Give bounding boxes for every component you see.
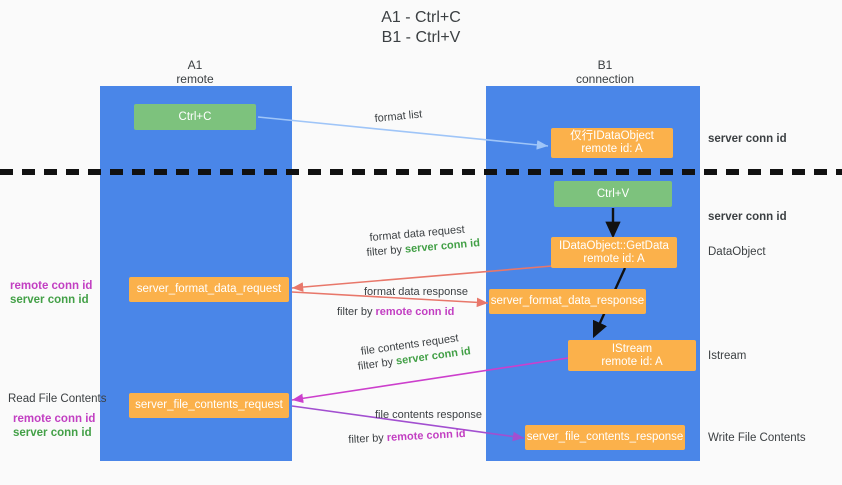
left-label-read-file-contents: Read File Contents — [8, 393, 107, 405]
filter-prefix: filter by — [366, 243, 406, 259]
edge-label-file-contents-response: file contents response — [375, 409, 483, 421]
node-server-format-data-request[interactable]: server_format_data_request — [129, 277, 289, 302]
node-istream-line2: remote id: A — [601, 355, 663, 368]
right-label-server-conn-id-top: server conn id — [708, 133, 787, 145]
left-label-server-conn-id-1: server conn id — [10, 294, 89, 306]
node-istream[interactable]: IStream remote id: A — [568, 340, 696, 371]
left-label-server-conn-id-2: server conn id — [13, 427, 92, 439]
node-server-format-data-response[interactable]: server_format_data_response — [489, 289, 646, 314]
edge-label-format-data-response-filter: filter by remote conn id — [337, 305, 454, 319]
filter-prefix: filter by — [348, 431, 388, 446]
edge-label-file-contents-response-filter: filter by remote conn id — [348, 427, 466, 447]
right-label-dataobject: DataObject — [708, 246, 766, 258]
right-label-istream: Istream — [708, 350, 747, 362]
column-header-a1-name: A1 — [187, 58, 203, 72]
node-idataobject-top[interactable]: 仅行IDataObject remote id: A — [551, 128, 673, 158]
node-ctrl-v-line1: Ctrl+V — [596, 187, 630, 200]
node-getdata-line2: remote id: A — [583, 252, 645, 265]
filter-prefix: filter by — [337, 306, 376, 318]
node-server-file-contents-response[interactable]: server_file_contents_response — [525, 425, 685, 450]
node-ctrl-c[interactable]: Ctrl+C — [134, 104, 256, 130]
node-getdata-line1: IDataObject::GetData — [559, 239, 669, 252]
filter-value-remote-conn-id: remote conn id — [375, 306, 455, 318]
node-server-format-data-response-label: server_format_data_response — [490, 295, 645, 307]
node-server-format-data-request-label: server_format_data_request — [136, 283, 282, 295]
filter-prefix: filter by — [357, 355, 397, 373]
column-header-b1-subtitle: connection — [575, 72, 635, 86]
node-idataobject-top-line1: 仅行IDataObject — [570, 130, 654, 142]
node-server-file-contents-request-label: server_file_contents_request — [135, 399, 283, 411]
node-server-file-contents-response-label: server_file_contents_response — [526, 431, 684, 443]
page-title: A1 - Ctrl+C B1 - Ctrl+V — [381, 9, 461, 46]
column-header-b1: B1 connection — [525, 58, 685, 86]
node-getdata[interactable]: IDataObject::GetData remote id: A — [551, 237, 677, 268]
right-label-server-conn-id-mid: server conn id — [708, 211, 787, 223]
node-ctrl-c-line1: Ctrl+C — [178, 110, 212, 123]
node-idataobject-top-line2: remote id: A — [581, 143, 643, 155]
filter-value-remote-conn-id: remote conn id — [386, 427, 466, 444]
edge-label-format-list: format list — [374, 108, 423, 125]
left-label-remote-conn-id-1: remote conn id — [10, 280, 93, 292]
left-label-remote-conn-id-2: remote conn id — [13, 413, 96, 425]
column-header-a1: A1 remote — [115, 58, 275, 86]
node-server-file-contents-request[interactable]: server_file_contents_request — [129, 393, 289, 418]
node-istream-line1: IStream — [611, 342, 653, 355]
column-header-a1-subtitle: remote — [176, 72, 214, 86]
edge-label-format-data-response: format data response — [364, 286, 468, 298]
right-label-write-file-contents: Write File Contents — [708, 432, 806, 444]
column-header-b1-name: B1 — [597, 58, 613, 72]
node-ctrl-v[interactable]: Ctrl+V — [554, 181, 672, 207]
